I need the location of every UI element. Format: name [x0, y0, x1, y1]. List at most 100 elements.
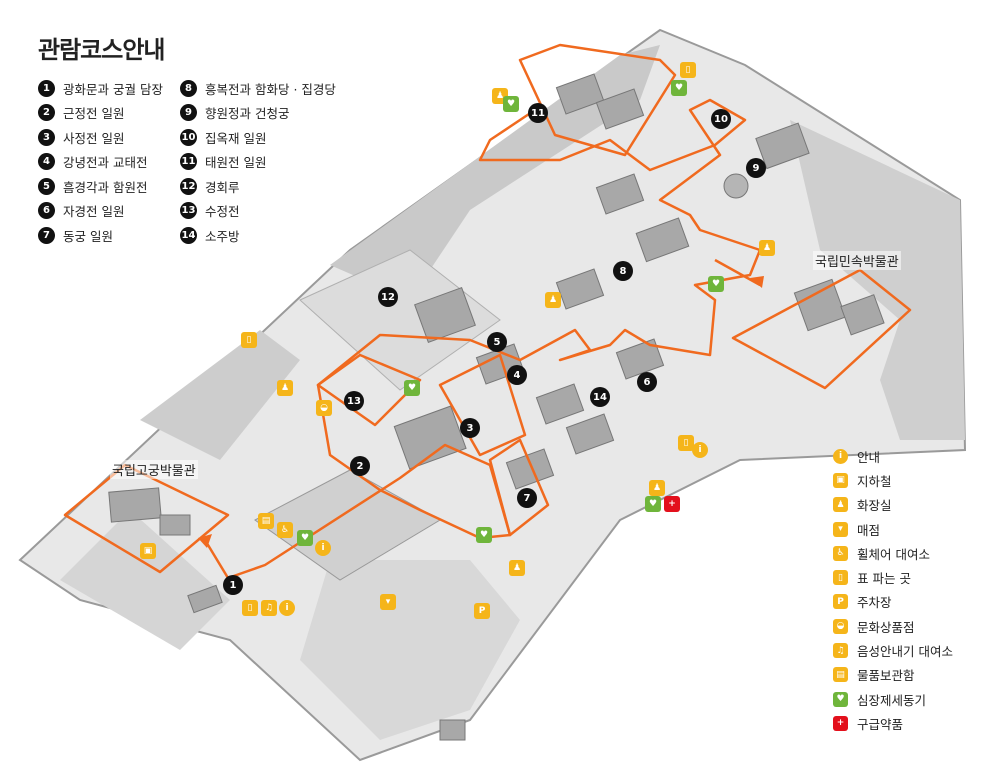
route-arrowhead-2 — [750, 276, 764, 288]
legend-label: 안내 — [857, 449, 881, 465]
building — [793, 278, 847, 332]
legend-item: ♫ 음성안내기 대여소 — [833, 638, 993, 662]
route-area-palace-museum — [63, 463, 230, 574]
course-item-label: 향원정과 건청궁 — [205, 106, 290, 122]
route-arrowhead — [198, 534, 212, 548]
map-marker-2[interactable]: 2 — [350, 456, 370, 476]
course-item-label: 태원전 일원 — [205, 155, 267, 171]
aed-icon: ♥ — [708, 276, 724, 292]
map-marker-9[interactable]: 9 — [746, 158, 766, 178]
route-area-11 — [518, 43, 677, 157]
course-number-badge: 6 — [38, 202, 55, 220]
map-marker-5[interactable]: 5 — [487, 332, 507, 352]
map-marker-10[interactable]: 10 — [711, 109, 731, 129]
building — [555, 73, 605, 115]
building — [595, 88, 645, 130]
map-marker-3[interactable]: 3 — [460, 418, 480, 438]
course-item-label: 자경전 일원 — [63, 204, 125, 220]
legend-item: ▾매점 — [833, 517, 993, 541]
course-number-badge: 1 — [38, 79, 55, 97]
course-number-badge: 2 — [38, 104, 55, 122]
parking-icon: P — [474, 603, 490, 619]
building — [414, 287, 476, 343]
map-marker-13[interactable]: 13 — [344, 391, 364, 411]
course-item-label: 수정전 — [205, 204, 240, 220]
aed-icon: ♥ — [476, 527, 492, 543]
culture-shop-icon: ◒ — [833, 618, 848, 634]
locker-icon: ▤ — [258, 513, 274, 529]
course-number-badge: 8 — [180, 79, 197, 97]
map-marker-11[interactable]: 11 — [528, 103, 548, 123]
folk-museum-label[interactable]: 국립민속박물관 — [813, 251, 901, 270]
route-area-13 — [316, 353, 422, 427]
legend-label: 심장제세동기 — [857, 692, 927, 708]
map-marker-12[interactable]: 12 — [378, 287, 398, 307]
aed-icon: ♥ — [503, 96, 519, 112]
restroom-icon: ♟ — [759, 240, 775, 256]
route-area-folk — [731, 268, 912, 390]
aed-icon: ♥ — [645, 496, 661, 512]
palace-museum-label[interactable]: 국립고궁박물관 — [110, 460, 198, 479]
tree-area-west — [140, 330, 300, 460]
course-item-label: 소주방 — [205, 228, 240, 244]
pond-area — [299, 249, 501, 391]
course-number-badge: 7 — [38, 226, 55, 244]
locker-icon: ▤ — [833, 667, 848, 683]
first-aid-icon: + — [833, 715, 848, 731]
course-number-badge: 10 — [180, 128, 197, 146]
info-icon: i — [279, 600, 295, 616]
course-number-badge: 14 — [180, 226, 197, 244]
ticket-icon: ▯ — [678, 435, 694, 451]
aed-icon: ♥ — [404, 380, 420, 396]
building — [635, 217, 690, 263]
store-icon: ▾ — [380, 594, 396, 610]
building — [595, 173, 645, 215]
building — [535, 383, 585, 425]
ticket-icon: ▯ — [242, 600, 258, 616]
course-item: 14 소주방 — [180, 223, 380, 248]
restroom-icon: ♟ — [509, 560, 525, 576]
course-item-label: 흠경각과 함원전 — [63, 179, 148, 195]
audio-guide-icon: ♫ — [261, 600, 277, 616]
info-icon: i — [833, 448, 848, 464]
course-item-label: 광화문과 궁궐 담장 — [63, 81, 163, 97]
map-marker-8[interactable]: 8 — [613, 261, 633, 281]
route-arrow-path-2 — [714, 258, 761, 287]
legend-item: i 안내 — [833, 444, 993, 468]
course-number-badge: 4 — [38, 153, 55, 171]
ticket-icon: ▯ — [241, 332, 257, 348]
first-aid-icon: + — [664, 496, 680, 512]
legend-label: 음성안내기 대여소 — [857, 644, 953, 660]
audio-guide-icon: ♫ — [833, 643, 848, 659]
map-marker-1[interactable]: 1 — [223, 575, 243, 595]
info-icon: i — [692, 442, 708, 458]
ticket-icon: ▯ — [680, 62, 696, 78]
subway-icon: ▣ — [833, 472, 848, 488]
course-item-label: 동궁 일원 — [63, 228, 113, 244]
aed-icon: ♥ — [671, 80, 687, 96]
map-marker-6[interactable]: 6 — [637, 372, 657, 392]
course-number-badge: 12 — [180, 177, 197, 195]
legend-item: ▯표 파는 곳 — [833, 565, 993, 589]
legend-item: ♿휠체어 대여소 — [833, 541, 993, 565]
building — [393, 405, 467, 470]
building — [159, 514, 191, 536]
course-number-badge: 9 — [180, 104, 197, 122]
legend-label: 물품보관함 — [857, 668, 915, 684]
aed-icon: ♥ — [297, 530, 313, 546]
page-title: 관람코스안내 — [38, 36, 165, 64]
map-marker-7[interactable]: 7 — [517, 488, 537, 508]
map-marker-4[interactable]: 4 — [507, 365, 527, 385]
legend-item: ♟화장실 — [833, 493, 993, 517]
map-marker-14[interactable]: 14 — [590, 387, 610, 407]
tree-area-east — [790, 120, 965, 440]
course-item: 1 광화문과 궁궐 담장 — [38, 76, 238, 101]
